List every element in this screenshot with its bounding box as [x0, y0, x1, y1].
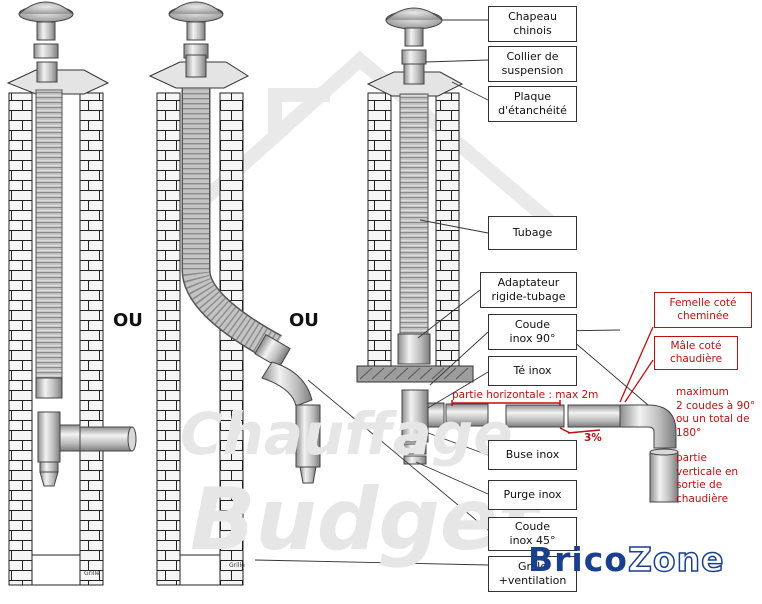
note-verticale: partie verticale en sortie de chaudière	[676, 452, 739, 505]
label-coude-90: Coude inox 90°	[488, 314, 577, 350]
note-male: Mâle coté chaudière	[654, 336, 738, 370]
chimney-3	[356, 7, 679, 503]
note-femelle: Femelle coté cheminée	[654, 292, 752, 328]
label-tubage: Tubage	[488, 216, 577, 250]
brand-part-1: Brico	[528, 540, 628, 579]
label-buse-inox: Buse inox	[488, 440, 577, 470]
label-adaptateur: Adaptateur rigide-tubage	[480, 272, 577, 308]
label-grille-ventilation: Grille +ventilation	[488, 556, 577, 592]
watermark-line-1: Chauffage	[180, 400, 513, 468]
label-plaque-etancheite: Plaque d'étanchéité	[488, 86, 577, 122]
watermark-line-2: Budget	[190, 470, 540, 570]
chimney-2	[148, 1, 321, 586]
label-purge-inox: Purge inox	[488, 480, 577, 510]
ou-label-1: OU	[113, 310, 143, 331]
grille-small-1: Grille	[84, 570, 100, 577]
note-pente: 3%	[584, 432, 602, 444]
red-pointers	[619, 326, 654, 403]
ou-label-2: OU	[289, 310, 319, 331]
note-horizontale: partie horizontale : max 2m	[452, 389, 599, 401]
label-chapeau-chinois: Chapeau chinois	[488, 6, 577, 42]
label-coude-45: Coude inox 45°	[488, 517, 577, 551]
note-maximum: maximum 2 coudes à 90° ou un total de 18…	[676, 386, 756, 439]
label-te-inox: Té inox	[488, 356, 577, 386]
label-collier-suspension: Collier de suspension	[488, 46, 577, 82]
brand-part-2: Zone	[627, 539, 725, 580]
grille-small-2: Grille	[229, 562, 245, 569]
chimney-1	[6, 1, 137, 586]
leader-lines	[254, 19, 649, 566]
bricozone-logo: BricoZone	[528, 539, 725, 580]
